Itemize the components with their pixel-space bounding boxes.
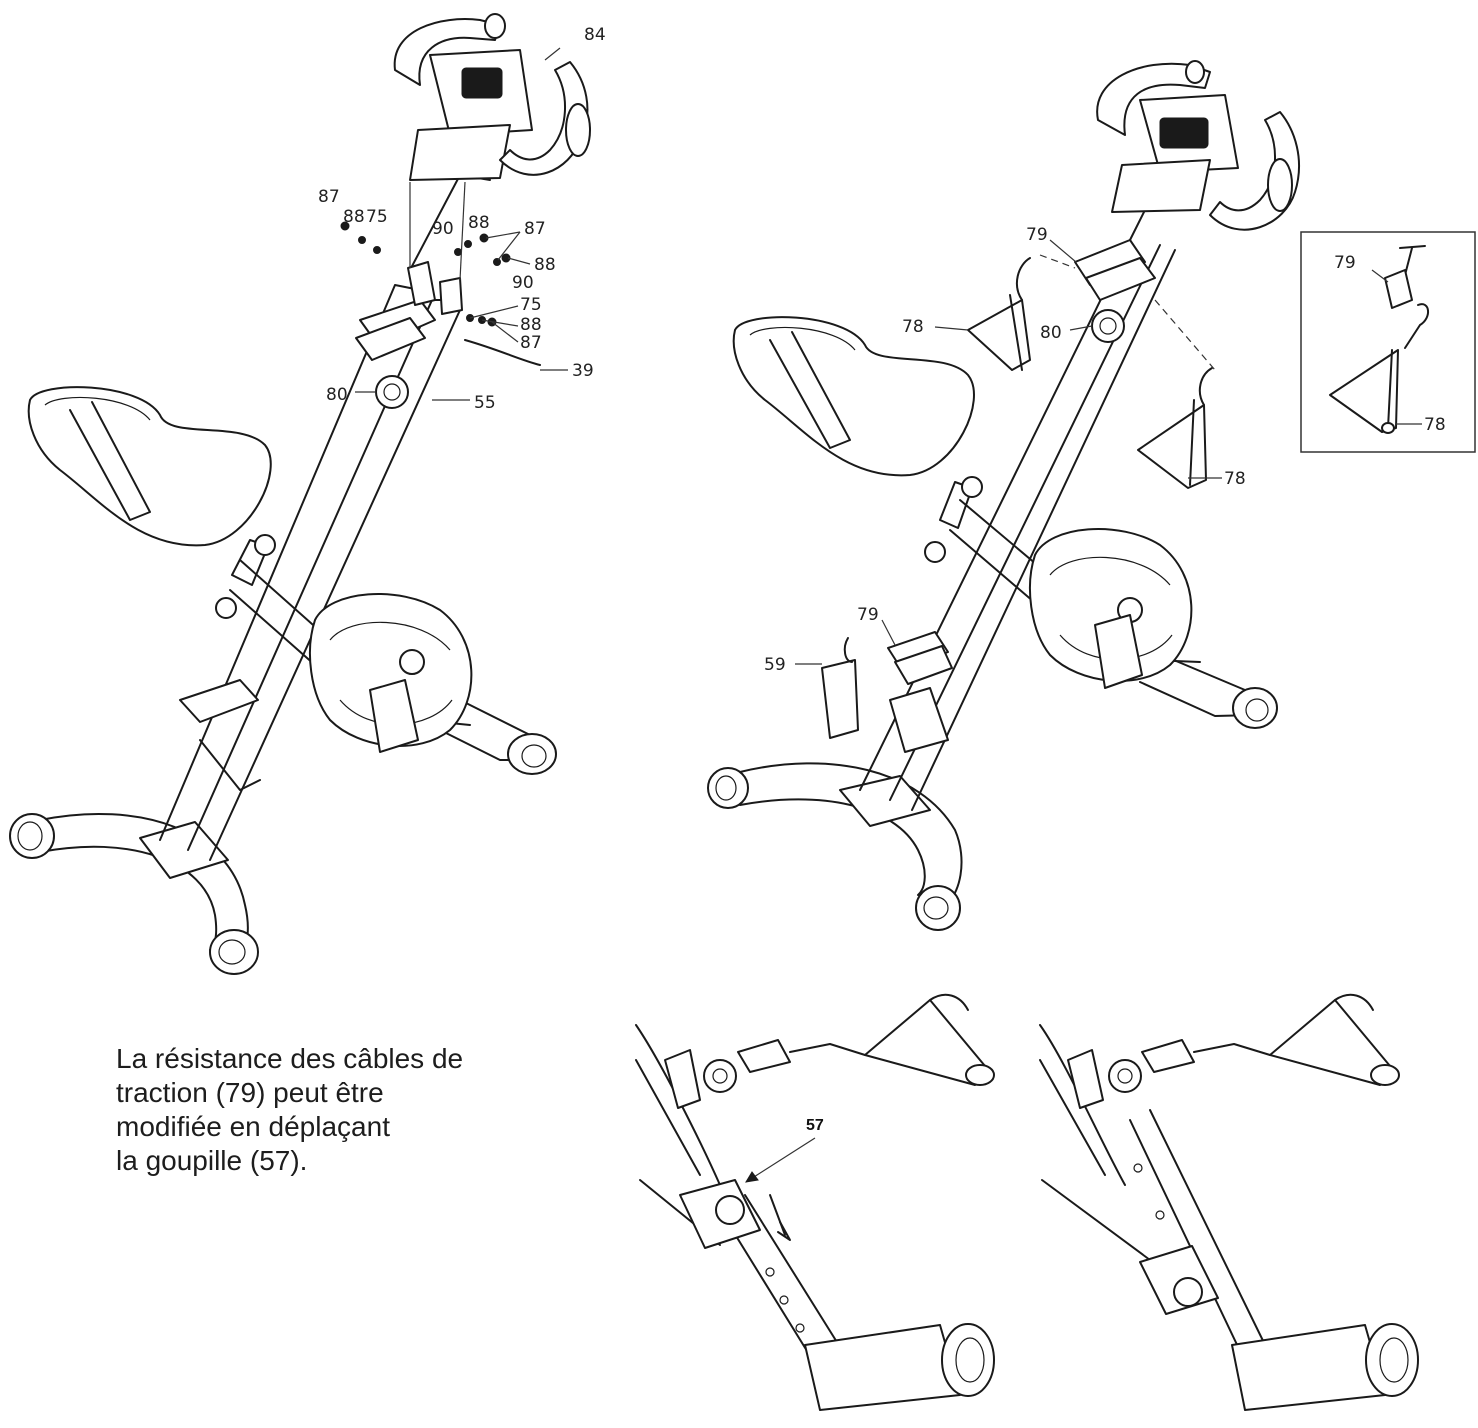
callout-88: 88 xyxy=(520,315,542,335)
callout-57: 57 xyxy=(806,1117,824,1134)
cable-handle-inset: 79 78 xyxy=(1300,231,1476,453)
caption-line: modifiée en déplaçant xyxy=(116,1111,390,1142)
callout-80: 80 xyxy=(326,385,348,405)
callout-78: 78 xyxy=(1224,469,1246,489)
callout-78: 78 xyxy=(902,317,924,337)
handlebar xyxy=(1096,62,1211,136)
flywheel-housing xyxy=(309,593,473,747)
callout-88: 88 xyxy=(468,213,490,233)
callout-78: 78 xyxy=(1424,415,1446,435)
left-callouts: 84 87 88 75 90 88 87 88 90 75 88 87 39 8… xyxy=(318,25,606,413)
caption-line: traction (79) peut être xyxy=(116,1077,384,1108)
resistance-pin-detail-upper: 57 xyxy=(635,993,995,1411)
callout-87: 87 xyxy=(524,219,546,239)
inset-frame xyxy=(1300,231,1476,453)
caption-line: la goupille (57). xyxy=(116,1145,308,1176)
callout-79: 79 xyxy=(857,605,879,625)
callout-87: 87 xyxy=(520,333,542,353)
callout-87: 87 xyxy=(318,187,340,207)
right-callouts: 79 78 80 78 79 59 xyxy=(764,225,1246,675)
flywheel-housing xyxy=(1029,528,1193,682)
callout-79: 79 xyxy=(1026,225,1048,245)
resistance-pin-detail-lower xyxy=(1039,993,1419,1411)
callout-75: 75 xyxy=(520,295,542,315)
bike-assembled-view xyxy=(707,60,1301,931)
seat xyxy=(732,316,975,477)
callout-59: 59 xyxy=(764,655,786,675)
callout-84: 84 xyxy=(584,25,606,45)
caption-line: La résistance des câbles de xyxy=(116,1043,464,1074)
seat xyxy=(27,386,272,547)
callout-88: 88 xyxy=(343,207,365,227)
resistance-caption: La résistance des câbles de traction (79… xyxy=(116,1042,536,1178)
callout-80: 80 xyxy=(1040,323,1062,343)
callout-39: 39 xyxy=(572,361,594,381)
callout-79: 79 xyxy=(1334,253,1356,273)
callout-90: 90 xyxy=(432,219,454,239)
base-end-cap xyxy=(9,813,55,859)
callout-88: 88 xyxy=(534,255,556,275)
bike-exploded-view xyxy=(9,13,591,975)
callout-90: 90 xyxy=(512,273,534,293)
callout-55: 55 xyxy=(474,393,496,413)
transport-wheel xyxy=(209,929,259,975)
callout-75: 75 xyxy=(366,207,388,227)
